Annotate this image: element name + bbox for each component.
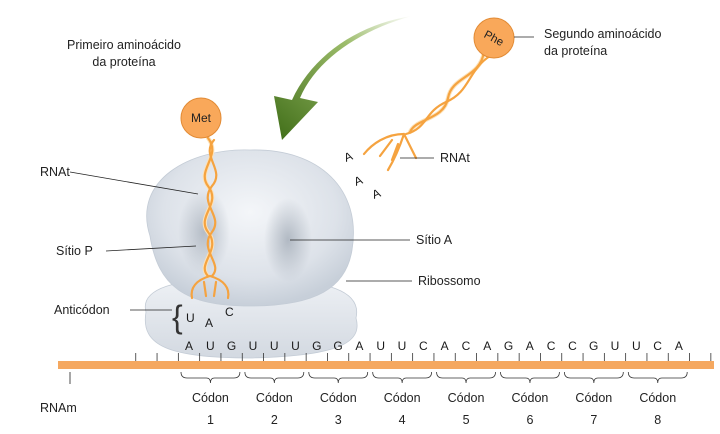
mrna-base: C xyxy=(462,339,471,353)
second-amino-acid-label-line1: Segundo aminoácido xyxy=(544,27,661,41)
codon-label: Códon xyxy=(512,391,549,405)
movement-arrow xyxy=(274,16,412,140)
codon-number: 3 xyxy=(335,413,342,427)
second-amino-acid-label-line2: da proteína xyxy=(544,44,607,58)
first-amino-acid-label-line2: da proteína xyxy=(92,55,155,69)
mrna-base: G xyxy=(333,339,342,353)
codon-number: 5 xyxy=(463,413,470,427)
codon-label: Códon xyxy=(192,391,229,405)
incoming-anticodon-3: A xyxy=(370,186,383,202)
mrna-base: G xyxy=(589,339,598,353)
mrna-base: A xyxy=(483,339,491,353)
p-site-label: Sítio P xyxy=(56,244,93,258)
mrna-base: A xyxy=(185,339,193,353)
mrna-base: U xyxy=(376,339,385,353)
mrna-base: U xyxy=(398,339,407,353)
codon-brace xyxy=(180,371,241,384)
codon-number: 7 xyxy=(590,413,597,427)
trna-incoming: Phe A A A xyxy=(342,17,515,202)
codon-brace xyxy=(244,371,305,384)
mrna-base: G xyxy=(312,339,321,353)
codon-number: 1 xyxy=(207,413,214,427)
ribosome-label: Ribossomo xyxy=(418,274,481,288)
codon-brace xyxy=(500,371,560,384)
codon-brace xyxy=(308,371,369,384)
met-label: Met xyxy=(191,111,212,125)
codon-label: Códon xyxy=(575,391,612,405)
mrna-base: U xyxy=(611,339,620,353)
codon-number: 8 xyxy=(654,413,661,427)
codon-number: 2 xyxy=(271,413,278,427)
codon-brace xyxy=(564,371,624,384)
incoming-anticodon-1: A xyxy=(342,149,355,165)
mrna-base: C xyxy=(653,339,662,353)
codon-label: Códon xyxy=(320,391,357,405)
p-site-shading xyxy=(178,188,230,276)
mrna-base: G xyxy=(504,339,513,353)
codon-label: Códon xyxy=(448,391,485,405)
codon-label: Códon xyxy=(384,391,421,405)
mrna-base: U xyxy=(632,339,641,353)
codon-brace xyxy=(627,371,688,384)
mrna-base: A xyxy=(355,339,363,353)
trna-label-right: RNAt xyxy=(440,151,470,165)
codon-number: 4 xyxy=(399,413,406,427)
mrna-base: A xyxy=(441,339,449,353)
codon-labels: Códon 1 Códon 2 Códon 3 Códon 4 Códon 5 Códon 6 Códo… xyxy=(180,371,688,427)
mrna-label: RNAm xyxy=(40,401,77,415)
a-site-shading xyxy=(264,198,312,282)
mrna-base: G xyxy=(227,339,236,353)
trna-p-site: Met xyxy=(180,97,230,300)
codon-brace xyxy=(436,371,496,384)
first-amino-acid-label-line1: Primeiro aminoácido xyxy=(67,38,181,52)
ribosome xyxy=(144,149,358,359)
codon-number: 6 xyxy=(526,413,533,427)
mrna-base: U xyxy=(206,339,215,353)
anticodon-left: { U A C xyxy=(172,299,234,335)
a-site-label: Sítio A xyxy=(416,233,453,247)
mrna-base: C xyxy=(547,339,556,353)
anticodon-letter-1: U xyxy=(186,311,195,325)
mrna-base: U xyxy=(270,339,279,353)
anticodon-label: Anticódon xyxy=(54,303,110,317)
codon-label: Códon xyxy=(256,391,293,405)
codon-label: Códon xyxy=(639,391,676,405)
codon-brace xyxy=(372,371,432,384)
trna-label-left: RNAt xyxy=(40,165,70,179)
anticodon-letter-3: C xyxy=(225,305,234,319)
met-amino-acid xyxy=(180,97,222,139)
incoming-anticodon-2: A xyxy=(352,173,365,189)
phe-amino-acid xyxy=(473,17,515,59)
mrna-base: U xyxy=(249,339,258,353)
mrna-base: U xyxy=(291,339,300,353)
anticodon-letter-2: A xyxy=(205,316,213,330)
ribosome-large-subunit xyxy=(146,149,354,307)
mrna-base: C xyxy=(568,339,577,353)
anticodon-brace: { xyxy=(172,299,183,335)
mrna-base: A xyxy=(526,339,534,353)
mrna-base: C xyxy=(419,339,428,353)
mrna-base: A xyxy=(675,339,683,353)
